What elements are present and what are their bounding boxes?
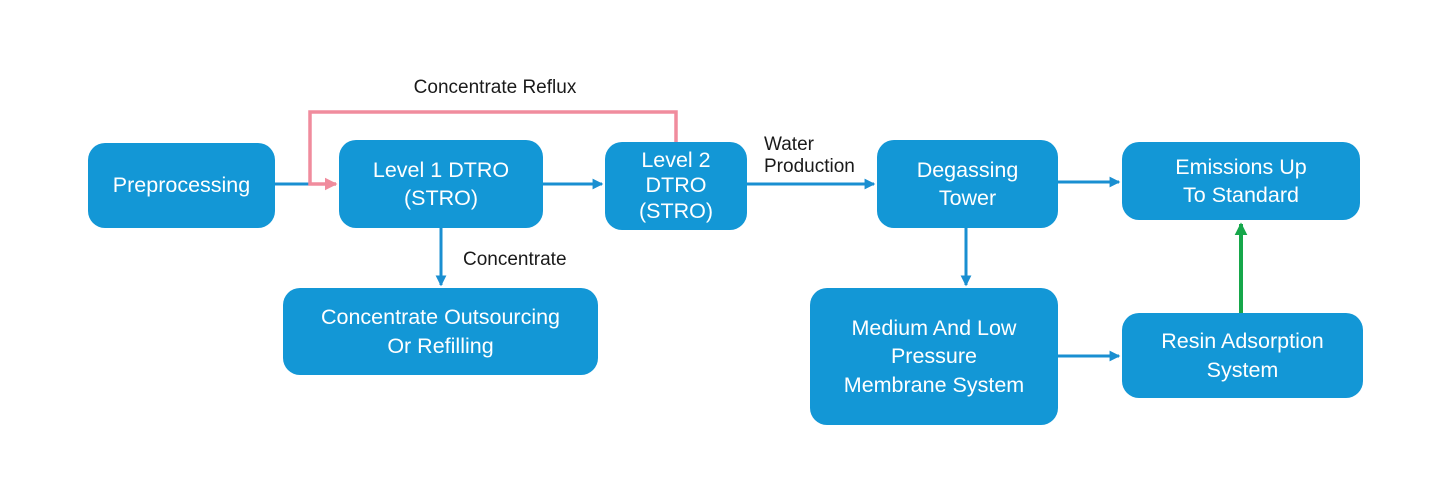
label-concentrate: Concentrate [463,249,567,270]
node-level2-dtro: Level 2 DTRO (STRO) [605,142,747,230]
edge-concentrate-reflux [308,110,678,191]
node-concentrate-outsourcing: Concentrate Outsourcing Or Refilling [283,288,598,375]
node-level1-dtro: Level 1 DTRO (STRO) [339,140,543,228]
node-membrane-system: Medium And Low Pressure Membrane System [810,288,1058,425]
node-emissions-up-to-standard: Emissions Up To Standard [1122,142,1360,220]
node-degassing-tower: Degassing Tower [877,140,1058,228]
node-preprocessing: Preprocessing [88,143,275,228]
label-concentrate-reflux: Concentrate Reflux [413,77,577,98]
node-resin-adsorption: Resin Adsorption System [1122,313,1363,398]
label-water-production: Water Production [764,134,855,178]
